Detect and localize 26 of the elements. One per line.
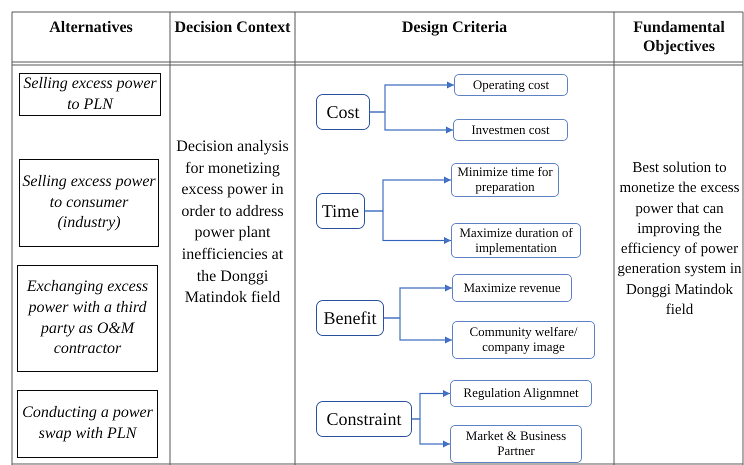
arrow — [370, 111, 453, 134]
sub-criterion-box: Maximize duration of implementation — [451, 223, 581, 258]
sub-criterion-box: Maximize revenue — [452, 274, 572, 302]
header: Design Criteria — [400, 18, 508, 38]
criterion-box: Time — [316, 193, 365, 229]
header: Fundamental Objectives — [632, 18, 726, 56]
alternative-box: Exchanging excess power with a third party as O&M contractor — [17, 265, 158, 372]
header: Decision Context — [174, 18, 292, 38]
sub-criterion-box: Community welfare/ company image — [452, 321, 595, 359]
objective-text: Best solution to monetize the excess power that can improving the efficiency of power generation system in Donggi Matindok field — [616, 159, 743, 320]
arrow — [384, 317, 452, 344]
sub-criterion-box: Operating cost — [454, 74, 568, 96]
sub-criterion-box: Minimize time for preparation — [451, 163, 559, 197]
criterion-box: Cost — [316, 94, 370, 130]
alternative-box: Conducting a power swap with PLN — [17, 390, 158, 458]
alternative-box: Selling excess power to PLN — [19, 73, 161, 116]
sub-criterion-box: Investmen cost — [453, 119, 568, 141]
context-text: Decision analysis for monetizing excess power in order to address power plant inefficiencies at the Donggi Matindok field — [175, 137, 290, 308]
arrow — [365, 210, 451, 244]
criterion-box: Benefit — [316, 300, 384, 336]
arrow — [412, 418, 450, 448]
header: Alternatives — [48, 18, 134, 38]
criterion-box: Constraint — [316, 401, 412, 437]
sub-criterion-box: Market & Business Partner — [450, 425, 582, 463]
alternative-box: Selling excess power to consumer (industry) — [19, 159, 159, 247]
sub-criterion-box: Regulation Alignmnet — [450, 380, 592, 407]
